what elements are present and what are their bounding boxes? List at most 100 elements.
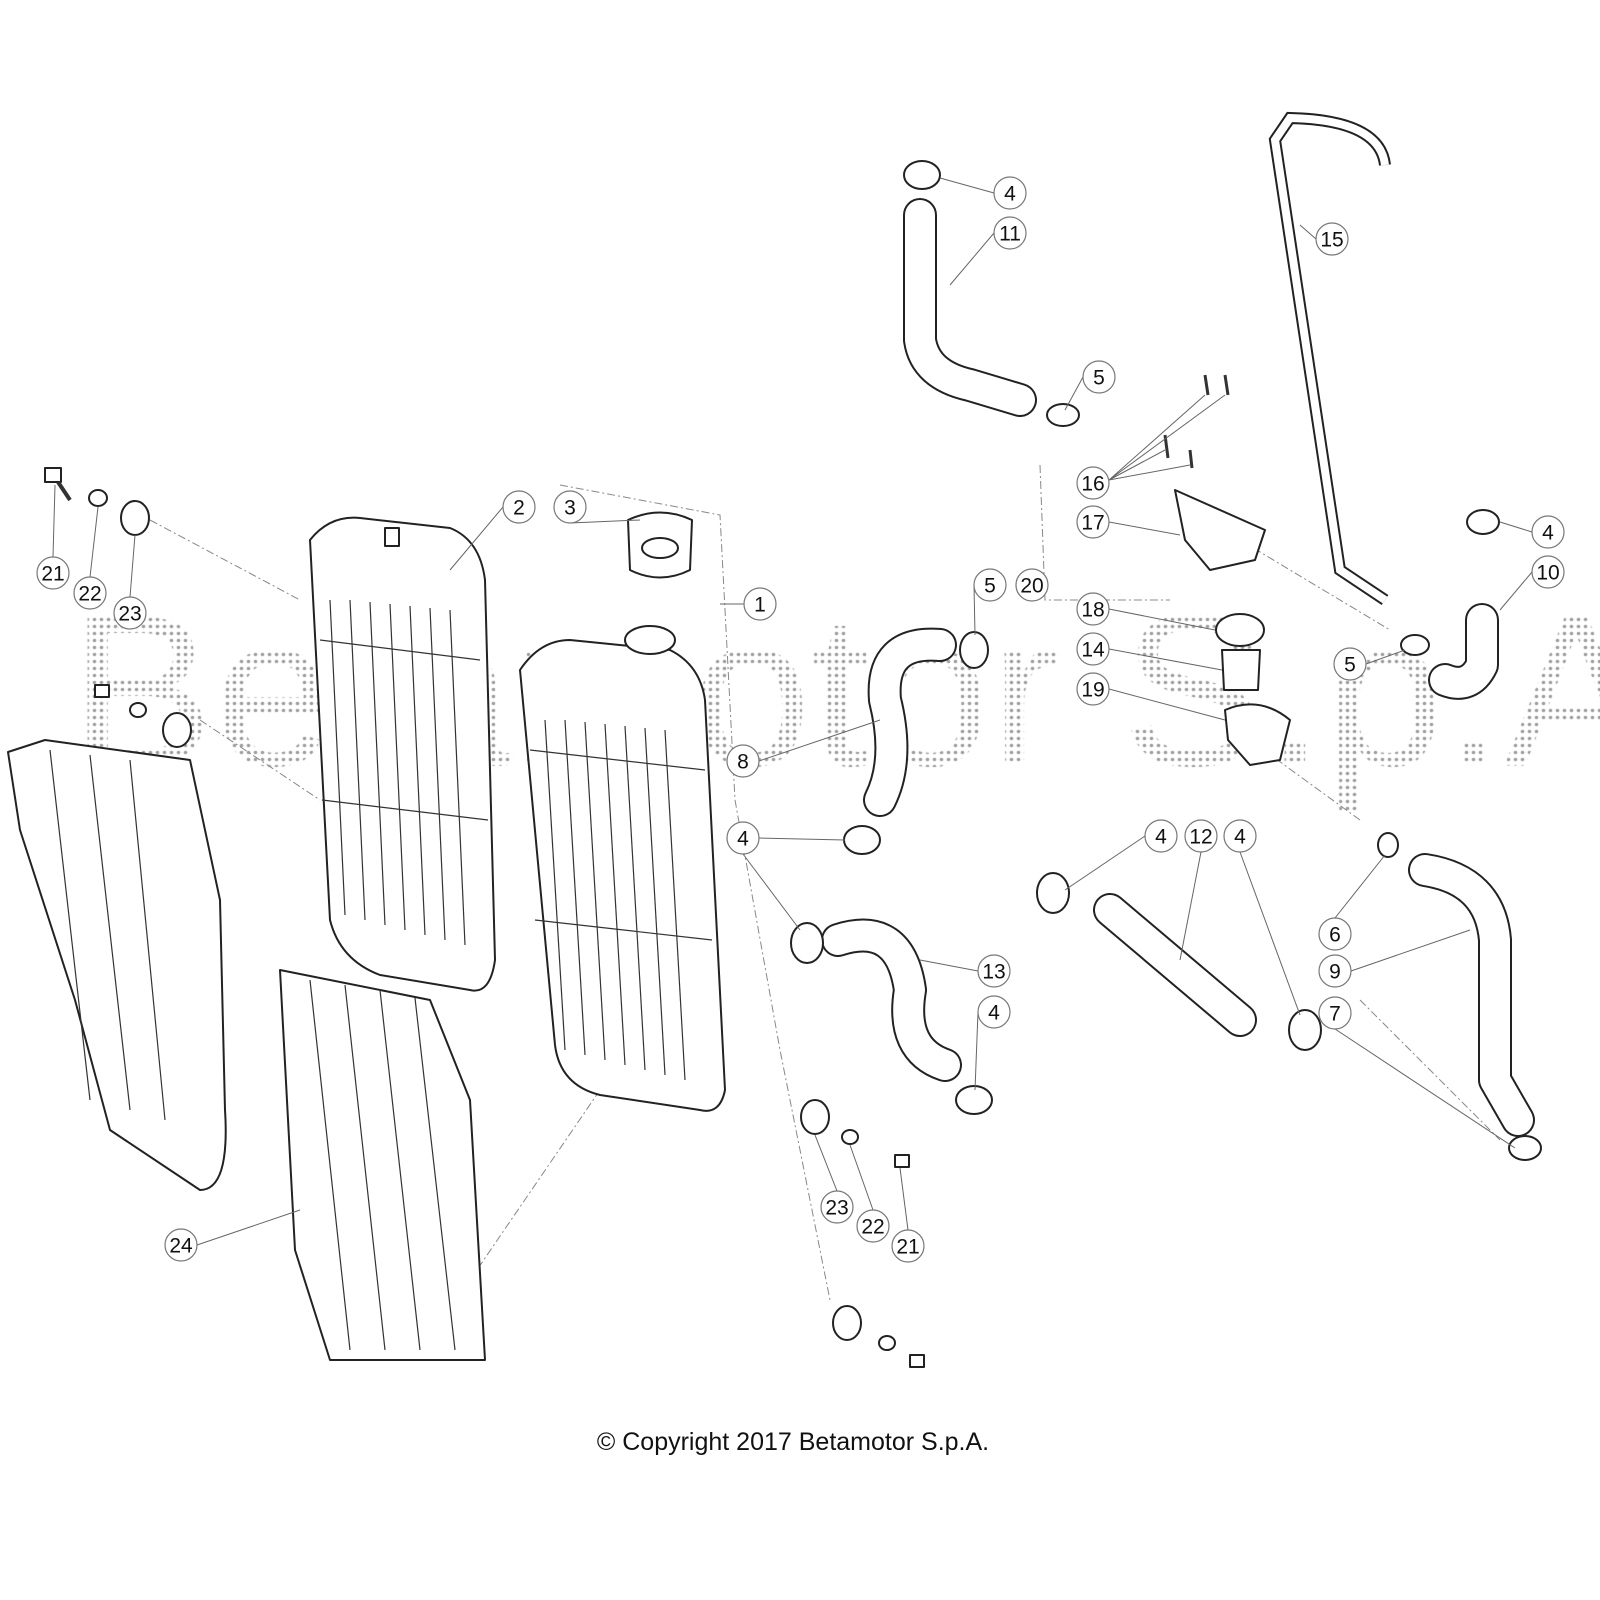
callout-number: 7 <box>1329 1003 1341 1026</box>
callout-circle <box>993 216 1027 250</box>
callout-number: 10 <box>1536 562 1559 585</box>
callout-number: 5 <box>984 575 996 598</box>
callout-number: 22 <box>78 583 101 606</box>
callout-number: 17 <box>1081 512 1104 535</box>
callout-number: 2 <box>513 497 525 520</box>
callout-number: 16 <box>1081 473 1104 496</box>
callout-1: 1 <box>743 587 777 621</box>
callout-circle <box>36 556 70 590</box>
callout-circle <box>977 995 1011 1029</box>
callout-circle <box>743 587 777 621</box>
radiator-left <box>309 516 496 992</box>
hoses <box>821 111 1535 1137</box>
callout-number: 21 <box>896 1236 919 1259</box>
callout-circle <box>891 1229 925 1263</box>
callout-number: 23 <box>825 1197 848 1220</box>
callout-number: 22 <box>861 1216 884 1239</box>
callout-circle <box>856 1209 890 1243</box>
callout-circle <box>1076 632 1110 666</box>
callout-4: 4 <box>1223 819 1257 853</box>
callout-5: 5 <box>1333 647 1367 681</box>
callout-18: 18 <box>1076 592 1110 626</box>
callout-circle <box>1076 672 1110 706</box>
callout-circle <box>1082 360 1116 394</box>
callout-circle <box>1318 954 1352 988</box>
callout-circle <box>1144 819 1178 853</box>
callout-3: 3 <box>553 490 587 524</box>
callout-circle <box>1333 647 1367 681</box>
radiator-grille <box>279 969 486 1361</box>
callout-circle <box>502 490 536 524</box>
callout-circle <box>820 1190 854 1224</box>
callout-circle <box>1015 568 1049 602</box>
callout-number: 4 <box>1004 183 1016 206</box>
hose-clamps <box>790 160 1542 1161</box>
callout-number: 4 <box>1155 826 1167 849</box>
callout-number: 19 <box>1081 679 1104 702</box>
callout-number: 4 <box>737 828 749 851</box>
callout-circle <box>113 596 147 630</box>
callout-10: 10 <box>1531 555 1565 589</box>
callout-17: 17 <box>1076 505 1110 539</box>
callout-number: 4 <box>988 1002 1000 1025</box>
callout-circle <box>977 954 1011 988</box>
callout-circle <box>1223 819 1257 853</box>
callout-circle <box>1076 505 1110 539</box>
callout-circle <box>164 1228 198 1262</box>
callout-19: 19 <box>1076 672 1110 706</box>
callout-number: 15 <box>1320 229 1343 252</box>
thermostat-housing <box>1163 374 1291 766</box>
callout-4: 4 <box>993 176 1027 210</box>
callout-circle <box>1184 819 1218 853</box>
callout-11: 11 <box>993 216 1027 250</box>
callout-5: 5 <box>973 568 1007 602</box>
callout-number: 14 <box>1081 639 1105 662</box>
radiator-right <box>519 625 726 1112</box>
callout-circle <box>1315 222 1349 256</box>
callout-number: 5 <box>1093 367 1105 390</box>
callout-12: 12 <box>1184 819 1218 853</box>
callout-circle <box>726 744 760 778</box>
callout-circle <box>726 821 760 855</box>
callout-6: 6 <box>1318 917 1352 951</box>
copyright-notice: © Copyright 2017 Betamotor S.p.A. <box>596 1428 990 1456</box>
callout-circle <box>973 568 1007 602</box>
callout-circle <box>1076 466 1110 500</box>
callout-4: 4 <box>1144 819 1178 853</box>
callout-13: 13 <box>977 954 1011 988</box>
callout-number: 13 <box>982 961 1005 984</box>
callout-circle <box>73 576 107 610</box>
callout-8: 8 <box>726 744 760 778</box>
callout-21: 21 <box>36 556 70 590</box>
leader-lines <box>52 177 1533 1246</box>
callout-number: 12 <box>1189 826 1212 849</box>
callout-number: 24 <box>169 1235 193 1258</box>
callout-number: 23 <box>118 603 141 626</box>
callout-21: 21 <box>891 1229 925 1263</box>
callout-4: 4 <box>726 821 760 855</box>
callout-number: 6 <box>1329 924 1341 947</box>
callout-23: 23 <box>113 596 147 630</box>
callout-5: 5 <box>1082 360 1116 394</box>
callout-number: 18 <box>1081 599 1104 622</box>
callout-circle <box>1076 592 1110 626</box>
callout-4: 4 <box>977 995 1011 1029</box>
callout-number: 8 <box>737 751 749 774</box>
callout-circle <box>1318 917 1352 951</box>
callout-number: 4 <box>1542 522 1554 545</box>
callout-number: 4 <box>1234 826 1246 849</box>
callout-14: 14 <box>1076 632 1110 666</box>
callout-number: 9 <box>1329 961 1341 984</box>
callout-20: 20 <box>1015 568 1049 602</box>
callout-circle <box>1531 555 1565 589</box>
callout-23: 23 <box>820 1190 854 1224</box>
radiator-cap <box>627 511 693 579</box>
callout-22: 22 <box>856 1209 890 1243</box>
callout-7: 7 <box>1318 996 1352 1030</box>
callout-9: 9 <box>1318 954 1352 988</box>
callout-circle <box>1318 996 1352 1030</box>
callout-number: 21 <box>41 563 64 586</box>
callout-2: 2 <box>502 490 536 524</box>
